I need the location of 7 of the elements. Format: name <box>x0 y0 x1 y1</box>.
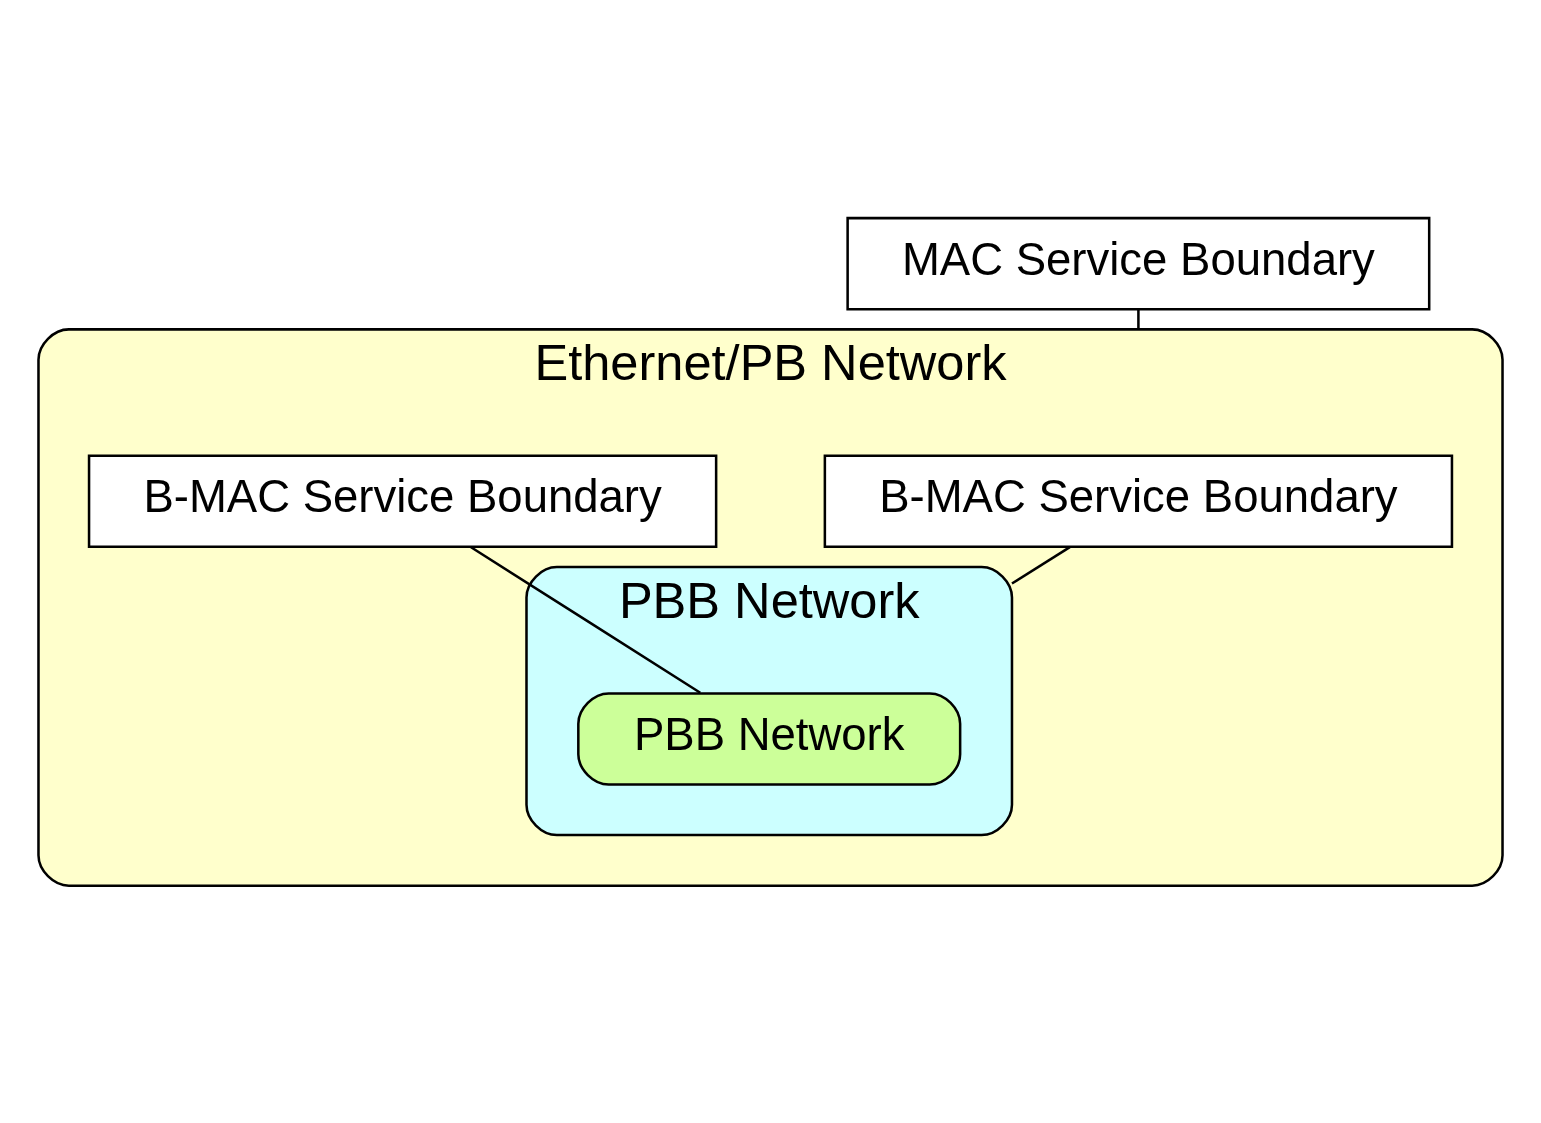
node-box: B-MAC Service Boundary <box>87 454 718 548</box>
node-box: MAC Service Boundary <box>846 216 1431 310</box>
connector <box>1137 309 1140 329</box>
node-box: B-MAC Service Boundary <box>823 454 1454 548</box>
connector <box>470 545 701 694</box>
node-box: PBB Network <box>577 691 962 786</box>
connector <box>1011 545 1071 585</box>
